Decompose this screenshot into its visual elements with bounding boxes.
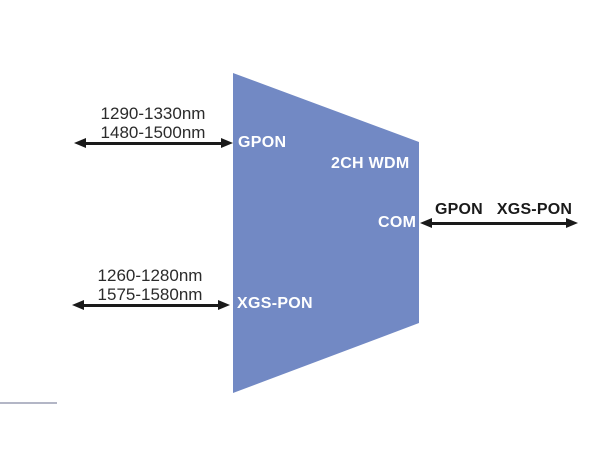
gpon-wavelength-line-1: 1290-1330nm: [100, 104, 206, 123]
xgspon-wavelength-line-1: 1260-1280nm: [97, 266, 203, 285]
gpon-wavelength-line-2: 1480-1500nm: [100, 123, 206, 142]
gpon-port-label: GPON: [238, 134, 287, 151]
gpon-arrow-bar: [84, 141, 223, 145]
xgspon-port-label: XGS-PON: [237, 295, 313, 312]
xgspon-arrow-bar: [82, 303, 220, 307]
com-double-arrow-icon: [420, 218, 578, 228]
xgspon-wavelength-line-2: 1575-1580nm: [97, 285, 203, 304]
partial-underline-rule: [0, 402, 57, 404]
wdm-device-shape: [233, 73, 419, 393]
com-port-label: COM: [378, 214, 417, 231]
xgspon-wavelengths: 1260-1280nm 1575-1580nm: [70, 266, 230, 304]
com-signals-label: GPON XGS-PON: [435, 201, 572, 219]
com-arrow-bar: [430, 221, 568, 225]
device-label: 2CH WDM: [331, 155, 410, 172]
gpon-wavelengths: 1290-1330nm 1480-1500nm: [73, 104, 233, 142]
com-signal-gpon: GPON: [435, 201, 483, 218]
xgspon-double-arrow-icon: [72, 300, 230, 310]
gpon-double-arrow-icon: [74, 138, 233, 148]
com-signal-xgspon: XGS-PON: [496, 201, 573, 218]
